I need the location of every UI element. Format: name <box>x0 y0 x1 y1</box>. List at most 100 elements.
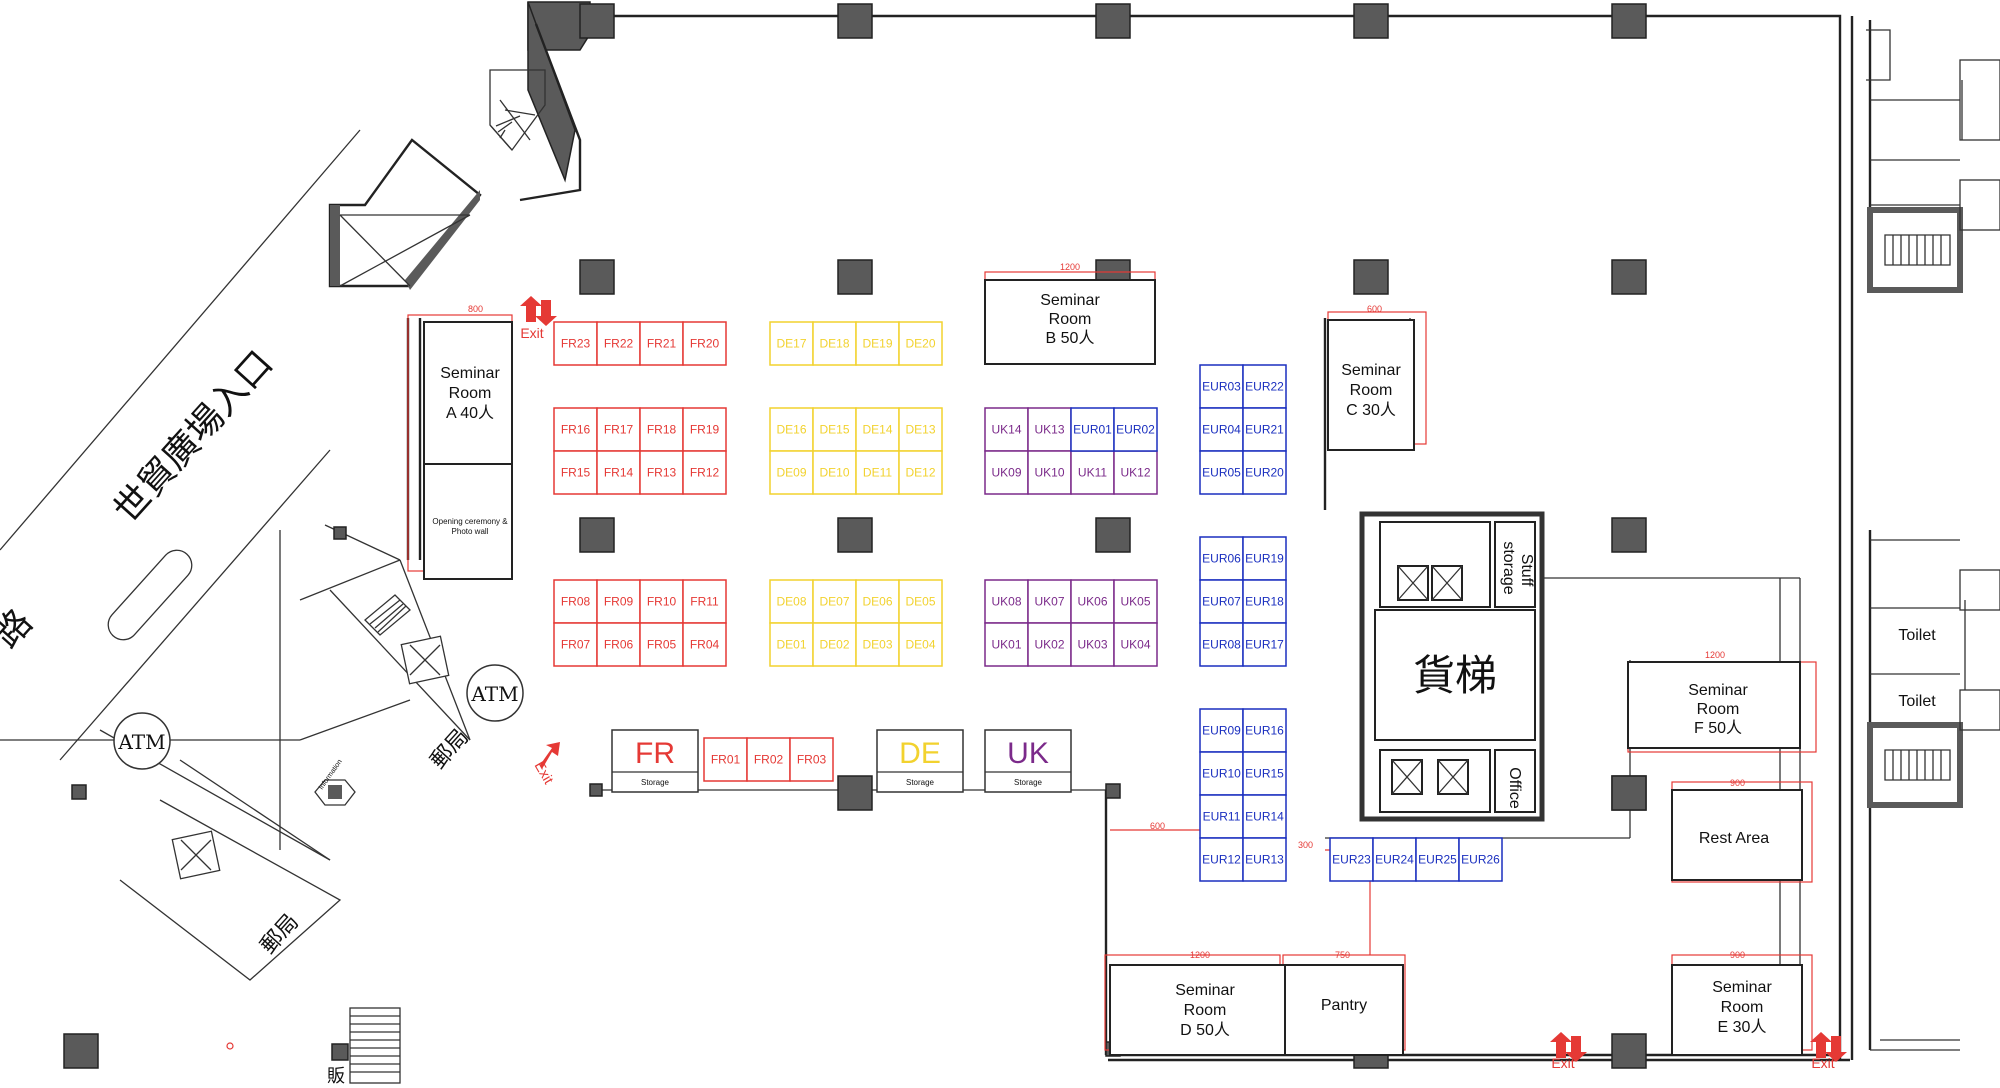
seminar-room-a <box>423 321 513 465</box>
booth-de19[interactable] <box>855 321 900 366</box>
booth-de13[interactable] <box>898 407 943 452</box>
booth-fr16[interactable] <box>553 407 598 452</box>
booth-uk06[interactable] <box>1070 579 1115 624</box>
booth-fr04[interactable] <box>682 622 727 667</box>
seminar-room-f <box>1627 661 1801 749</box>
booth-fr19[interactable] <box>682 407 727 452</box>
seminar-d-line3: D 50人 <box>1180 1021 1230 1039</box>
booth-label-fr08: FR08 <box>561 595 591 609</box>
booth-fr20[interactable] <box>682 321 727 366</box>
rest-area-label: Rest Area <box>1699 830 1769 847</box>
seminar-room-d <box>1109 964 1286 1056</box>
seminar-c-line3: C 30人 <box>1346 401 1396 419</box>
booth-fr05[interactable] <box>639 622 684 667</box>
booth-label-eur18: EUR18 <box>1245 595 1284 609</box>
booth-uk11[interactable] <box>1070 450 1115 495</box>
booth-eur15[interactable] <box>1242 751 1287 796</box>
dim-300: 300 <box>1298 840 1313 850</box>
booth-label-fr19: FR19 <box>690 423 720 437</box>
booth-eur02[interactable] <box>1113 407 1158 452</box>
seminar-a-line2: Room <box>449 385 492 402</box>
booth-de15[interactable] <box>812 407 857 452</box>
booth-de02[interactable] <box>812 622 857 667</box>
booth-fr02[interactable] <box>746 737 791 782</box>
booth-label-de16: DE16 <box>776 423 806 437</box>
booth-fr10[interactable] <box>639 579 684 624</box>
booth-label-de02: DE02 <box>819 638 849 652</box>
booth-de10[interactable] <box>812 450 857 495</box>
booth-de12[interactable] <box>898 450 943 495</box>
booth-label-uk03: UK03 <box>1077 638 1107 652</box>
booth-uk05[interactable] <box>1113 579 1158 624</box>
booth-label-eur24: EUR24 <box>1375 853 1414 867</box>
seminar-d-line1: Seminar <box>1175 982 1235 999</box>
booth-eur04[interactable] <box>1199 407 1244 452</box>
booth-uk13[interactable] <box>1027 407 1072 452</box>
booth-eur16[interactable] <box>1242 708 1287 753</box>
booth-label-fr05: FR05 <box>647 638 677 652</box>
booth-uk10[interactable] <box>1027 450 1072 495</box>
booth-eur07[interactable] <box>1199 579 1244 624</box>
booth-uk04[interactable] <box>1113 622 1158 667</box>
booth-fr03[interactable] <box>789 737 834 782</box>
booth-label-de18: DE18 <box>819 337 849 351</box>
booth-de16[interactable] <box>769 407 814 452</box>
booth-label-eur07: EUR07 <box>1202 595 1241 609</box>
booth-fr14[interactable] <box>596 450 641 495</box>
booth-label-eur11: EUR11 <box>1203 810 1241 824</box>
booth-fr06[interactable] <box>596 622 641 667</box>
booth-label-de07: DE07 <box>819 595 849 609</box>
rest-area <box>1671 789 1803 881</box>
booth-eur08[interactable] <box>1199 622 1244 667</box>
booth-de20[interactable] <box>898 321 943 366</box>
booth-label-eur15: EUR15 <box>1245 767 1284 781</box>
booth-label-fr12: FR12 <box>690 466 720 480</box>
booth-fr13[interactable] <box>639 450 684 495</box>
booth-label-uk08: UK08 <box>991 595 1021 609</box>
seminar-e-line3: E 30人 <box>1718 1018 1767 1036</box>
booth-label-de13: DE13 <box>905 423 935 437</box>
dim-800: 800 <box>468 304 483 314</box>
booth-fr21[interactable] <box>639 321 684 366</box>
booth-de04[interactable] <box>898 622 943 667</box>
booth-eur21[interactable] <box>1242 407 1287 452</box>
booth-eur20[interactable] <box>1242 450 1287 495</box>
booth-uk02[interactable] <box>1027 622 1072 667</box>
storage-label-fr: Storage <box>641 778 670 787</box>
booth-eur03[interactable] <box>1199 364 1244 409</box>
booth-eur22[interactable] <box>1242 364 1287 409</box>
booth-label-fr22: FR22 <box>604 337 634 351</box>
storage-code-de: DE <box>899 737 941 770</box>
booth-uk12[interactable] <box>1113 450 1158 495</box>
booth-label-de15: DE15 <box>819 423 849 437</box>
booth-label-uk04: UK04 <box>1120 638 1150 652</box>
booth-fr18[interactable] <box>639 407 684 452</box>
booth-label-fr03: FR03 <box>797 753 827 767</box>
booth-fr08[interactable] <box>553 579 598 624</box>
booth-label-fr15: FR15 <box>561 466 591 480</box>
seminar-f-line1: Seminar <box>1688 682 1748 699</box>
booth-eur13[interactable] <box>1242 837 1287 882</box>
exit-label-bottom-right: Exit <box>1811 1055 1834 1071</box>
booth-uk07[interactable] <box>1027 579 1072 624</box>
dim-750: 750 <box>1335 950 1350 960</box>
booth-fr11[interactable] <box>682 579 727 624</box>
booth-eur23[interactable] <box>1329 837 1374 882</box>
booth-uk03[interactable] <box>1070 622 1115 667</box>
booth-de18[interactable] <box>812 321 857 366</box>
booth-fr22[interactable] <box>596 321 641 366</box>
exit-mid-left: Exit <box>532 742 560 787</box>
booth-eur26[interactable] <box>1458 837 1503 882</box>
pantry-label: Pantry <box>1321 997 1367 1014</box>
booth-label-eur16: EUR16 <box>1245 724 1284 738</box>
booth-uk09[interactable] <box>984 450 1029 495</box>
booth-fr15[interactable] <box>553 450 598 495</box>
booth-de01[interactable] <box>769 622 814 667</box>
atm-right-label: ATM <box>470 682 518 706</box>
booth-fr12[interactable] <box>682 450 727 495</box>
stuff-storage-line1: Stuff <box>1518 554 1535 587</box>
booth-eur17[interactable] <box>1242 622 1287 667</box>
booth-eur05[interactable] <box>1199 450 1244 495</box>
booth-de11[interactable] <box>855 450 900 495</box>
